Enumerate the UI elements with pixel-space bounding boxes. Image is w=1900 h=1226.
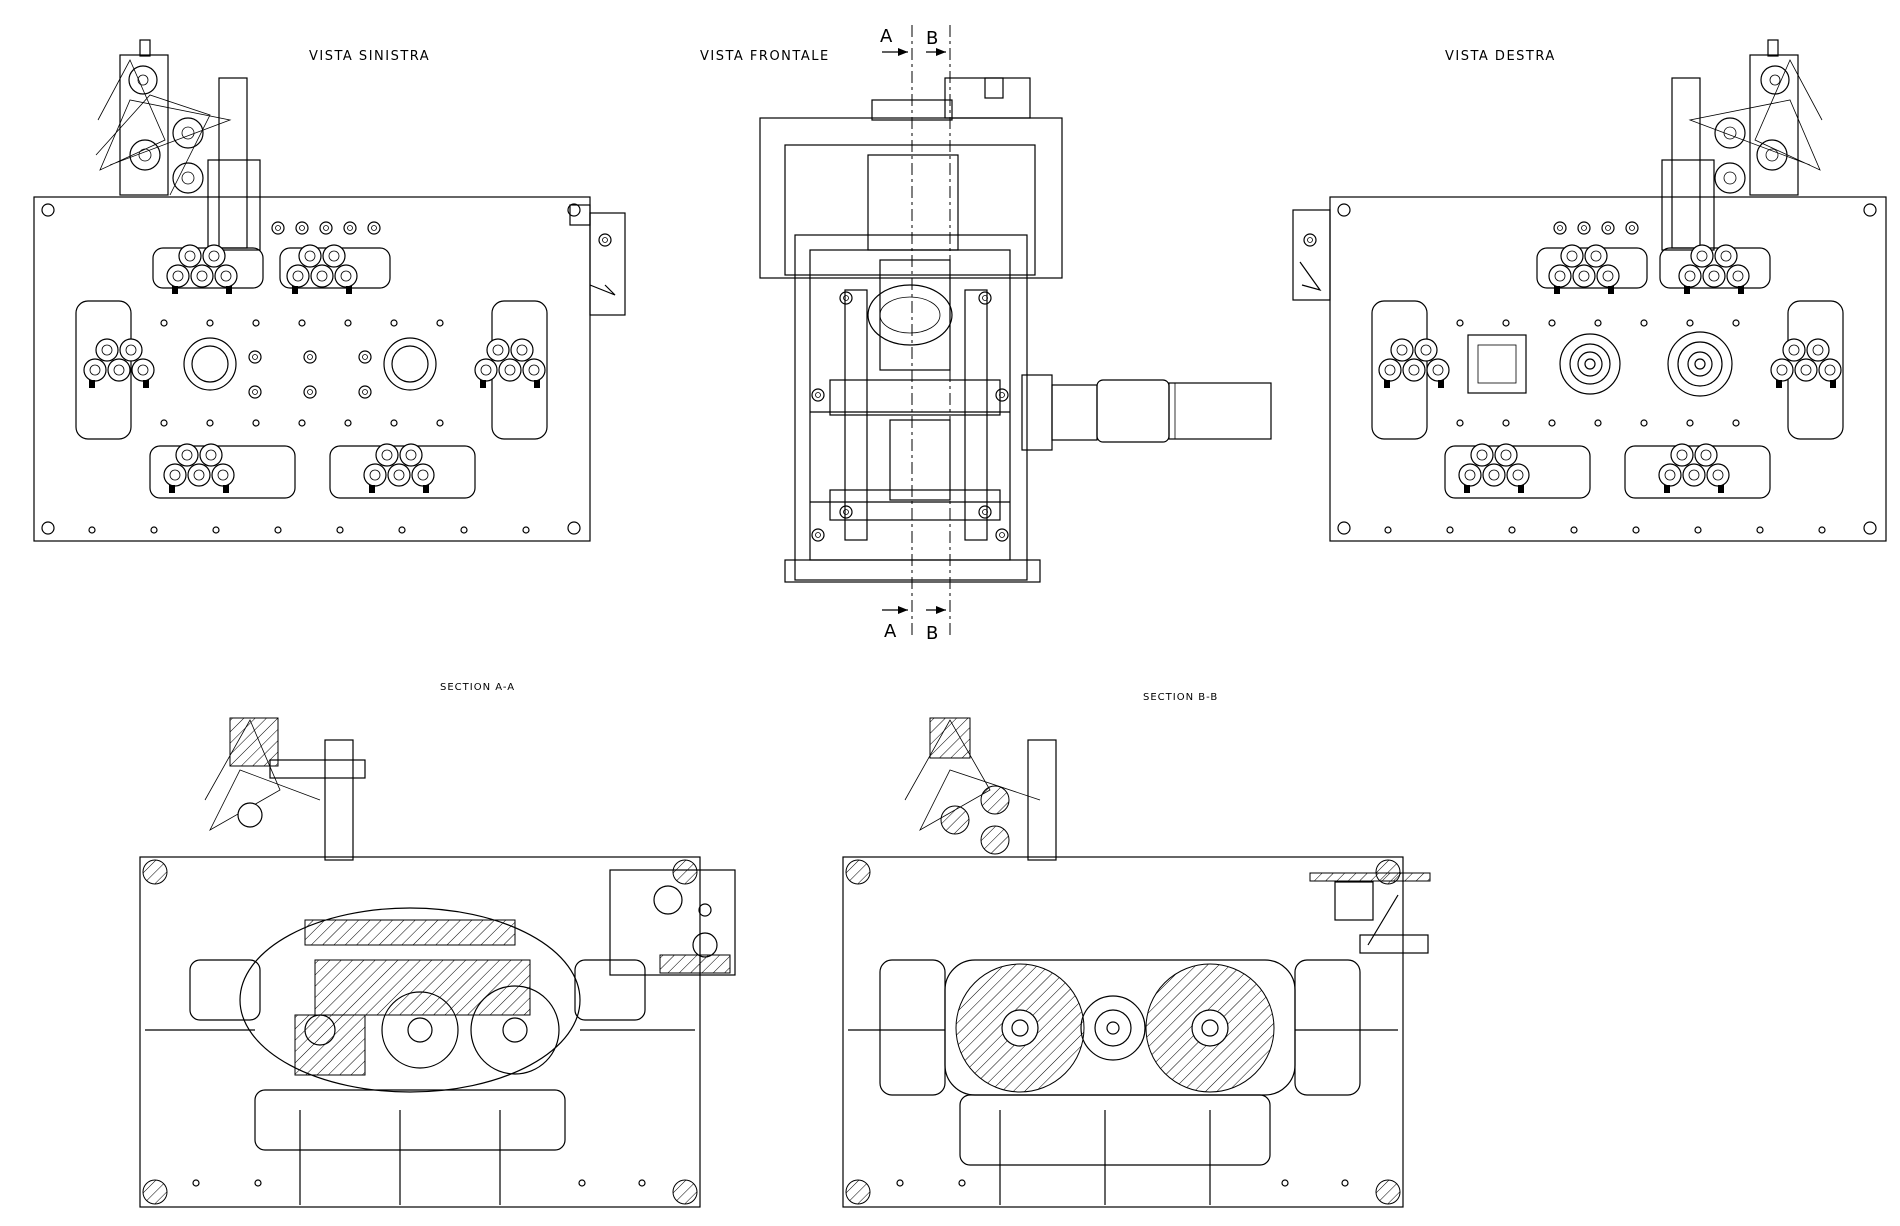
section-b-base-plate xyxy=(842,856,1404,1208)
view-right-title: VISTA DESTRA xyxy=(1445,49,1556,64)
marker-a-top: A xyxy=(880,26,893,47)
view-front-title: VISTA FRONTALE xyxy=(700,49,830,64)
view-left-title: VISTA SINISTRA xyxy=(309,49,430,64)
view-right: VISTA DESTRA xyxy=(1292,39,1887,542)
view-left: VISTA SINISTRA xyxy=(33,39,626,542)
right-base-plate xyxy=(1329,196,1887,542)
section-a: SECTION A-A xyxy=(139,682,736,1208)
left-feeder-assembly xyxy=(95,39,261,251)
right-feeder-assembly xyxy=(1661,39,1823,251)
section-a-title: SECTION A-A xyxy=(440,682,515,693)
section-a-base-plate xyxy=(139,856,701,1208)
marker-b-top: B xyxy=(926,28,938,49)
view-front: VISTA FRONTALE A B A B xyxy=(700,25,1272,644)
marker-a-bottom: A xyxy=(884,621,897,642)
section-b: SECTION B-B xyxy=(842,692,1431,1208)
marker-b-bottom: B xyxy=(926,623,938,644)
left-base-plate xyxy=(33,196,591,542)
section-b-title: SECTION B-B xyxy=(1143,692,1218,703)
